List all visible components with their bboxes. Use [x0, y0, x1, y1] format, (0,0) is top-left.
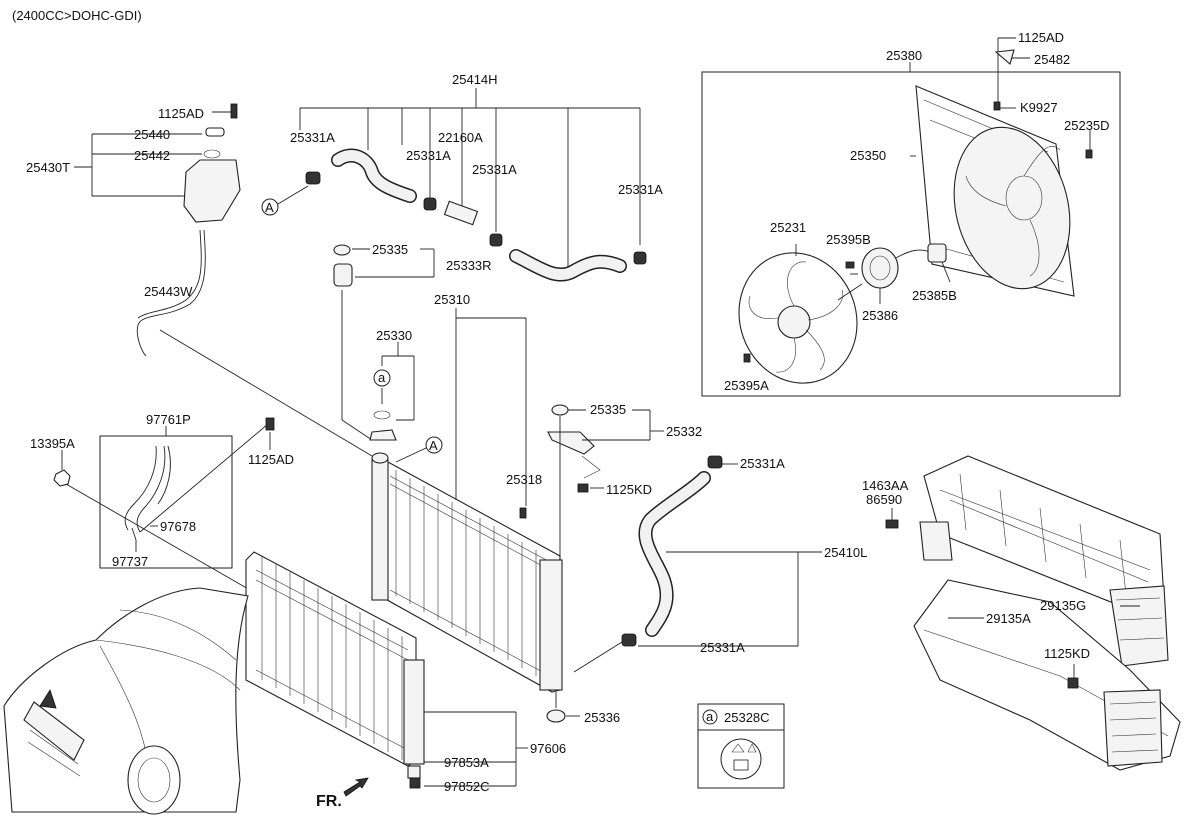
callout: 25350: [850, 148, 886, 163]
callout: 25331A: [700, 640, 745, 655]
callout: 97737: [112, 554, 148, 569]
coolant-reservoir: [183, 103, 241, 223]
callout-labels: 25414H 1125AD 25440 25442 25430T 25331A …: [26, 30, 1110, 794]
radiator-cap-25330: [369, 342, 415, 441]
harness-box: [53, 417, 275, 591]
callout: 25385B: [912, 288, 957, 303]
callout: 1125AD: [158, 106, 204, 121]
callout: 1125AD: [248, 452, 294, 467]
callout: 22160A: [438, 130, 483, 145]
callout: 25336: [584, 710, 620, 725]
callout: K9927: [1020, 100, 1058, 115]
callout: 1463AA: [862, 478, 909, 493]
callout: 25331A: [472, 162, 517, 177]
callout: 1125KD: [606, 482, 652, 497]
callout: 25331A: [406, 148, 451, 163]
callout: 25395A: [724, 378, 769, 393]
ac-condenser: [245, 551, 528, 789]
hose-group-bracket: [299, 88, 641, 270]
overflow-hose-25443w: [136, 229, 206, 357]
callout: 25443W: [144, 284, 193, 299]
callout: 25410L: [824, 545, 867, 560]
carrier-leaders: [885, 508, 1140, 689]
legend-part-number: 25328C: [724, 710, 770, 725]
engine-spec-label: (2400CC>DOHC-GDI): [12, 8, 142, 23]
callout: 25482: [1034, 52, 1070, 67]
callout: 25332: [666, 424, 702, 439]
callout: 97761P: [146, 412, 191, 427]
callout: 97853A: [444, 755, 489, 770]
callout: 97852C: [444, 779, 490, 794]
lower-radiator-hose: [621, 455, 723, 647]
callout: 25335: [590, 402, 626, 417]
lower-hose-leaders: [573, 463, 822, 673]
callout: 25395B: [826, 232, 871, 247]
legend-marker: a: [706, 709, 714, 724]
callout: 1125KD: [1044, 646, 1090, 661]
label-legend-box: a 25328C: [697, 703, 785, 789]
fan-shroud-25350: [910, 85, 1093, 297]
radiator-25310: [371, 452, 563, 693]
callout: 97678: [160, 519, 196, 534]
callout: 25335: [372, 242, 408, 257]
overflow-leader: [159, 329, 373, 457]
callout: 97606: [530, 741, 566, 756]
callout: 25386: [862, 308, 898, 323]
svg-text:A: A: [265, 200, 274, 215]
callout: 25380: [886, 48, 922, 63]
ref-marker-a-upper: A: [261, 185, 309, 216]
callout: 13395A: [30, 436, 75, 451]
hose-connector-22160a: [443, 200, 479, 226]
fan-leaders: [795, 37, 1091, 304]
svg-text:a: a: [378, 370, 386, 385]
ref-marker-a-small-radiator: a: [373, 369, 391, 387]
fan-assembly-box: [701, 62, 1121, 397]
svg-text:A: A: [429, 438, 438, 453]
callout: 25331A: [618, 182, 663, 197]
callout: 25440: [134, 127, 170, 142]
callout: 29135G: [1040, 598, 1086, 613]
reservoir-bracket: [74, 111, 232, 197]
callout: 25333R: [446, 258, 492, 273]
callout: 25310: [434, 292, 470, 307]
radiator-bracket-lines: [341, 290, 527, 506]
warning-label-icon: [720, 738, 762, 780]
upper-radiator-hose: [331, 148, 417, 203]
callout: 86590: [866, 492, 902, 507]
callout: 25331A: [290, 130, 335, 145]
radiator-upper-bracket-25332: [547, 404, 664, 556]
callout: 25430T: [26, 160, 70, 175]
callout: 29135A: [986, 611, 1031, 626]
callout: 25330: [376, 328, 412, 343]
mount-bushing-upper: [333, 244, 435, 287]
front-bumper-beam: [913, 579, 1181, 771]
ref-marker-a-radiator: A: [395, 436, 443, 463]
front-direction-indicator: FR.: [316, 777, 369, 810]
callout: 25331A: [740, 456, 785, 471]
hose-clamps-upper: [305, 171, 647, 265]
vehicle-illustration: [3, 587, 249, 815]
callout: 1125AD: [1018, 30, 1064, 45]
svg-text:FR.: FR.: [316, 793, 342, 810]
fan-motor-25386: [743, 243, 947, 363]
reservoir-cap: [205, 127, 225, 137]
lower-hose-segment: [509, 249, 627, 282]
callout: 25318: [506, 472, 542, 487]
callout: 25235D: [1064, 118, 1110, 133]
callout: 25414H: [452, 72, 498, 87]
fan-blade-25231: [738, 252, 858, 384]
callout: 25231: [770, 220, 806, 235]
callout: 25442: [134, 148, 170, 163]
mount-bushing-lower-25336: [546, 692, 580, 723]
